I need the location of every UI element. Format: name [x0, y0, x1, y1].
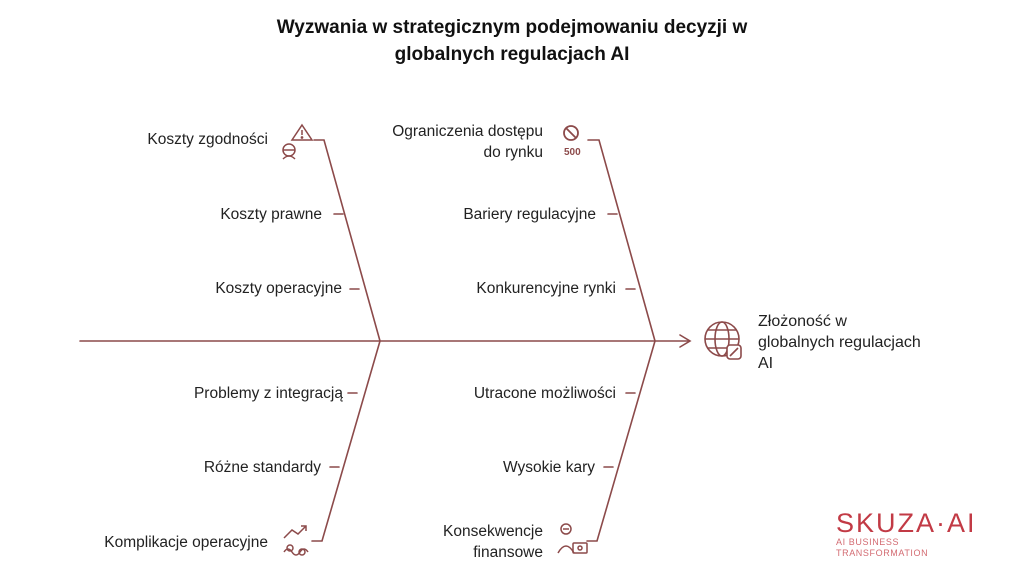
label-koszty-prawne: Koszty prawne	[220, 206, 322, 223]
label-konsekwencje-line1: Konsekwencje	[443, 523, 543, 540]
spine-arrowhead	[679, 334, 692, 348]
brand-tagline: AI BUSINESS TRANSFORMATION	[836, 537, 929, 558]
label-ograniczenia-line1: Ograniczenia dostępu	[392, 123, 543, 140]
title-line-2: globalnych regulacjach AI	[394, 44, 630, 65]
label-komplikacje-operacyjne: Komplikacje operacyjne	[104, 534, 268, 551]
market-badge: 500	[564, 147, 581, 158]
bone-top-right	[587, 139, 656, 342]
page-title: Wyzwania w strategicznym podejmowaniu de…	[0, 14, 1024, 68]
label-konsekwencje-line2: finansowe	[473, 544, 543, 561]
title-line-1: Wyzwania w strategicznym podejmowaniu de…	[276, 17, 748, 38]
label-problemy-z-integracja: Problemy z integracją	[193, 385, 343, 402]
person-money-icon	[557, 523, 588, 554]
label-konkurencyjne-rynki: Konkurencyjne rynki	[476, 280, 616, 297]
bone-top-left	[313, 139, 381, 342]
bone-bottom-right	[586, 340, 656, 542]
head-label-line2: globalnych regulacjach	[758, 334, 921, 351]
label-bariery-regulacyjne: Bariery regulacyjne	[463, 206, 596, 223]
label-ograniczenia-line2: do rynku	[483, 144, 543, 161]
label-rozne-standardy: Różne standardy	[203, 459, 321, 476]
brand-logo: SKUZA·AI AI BUSINESS TRANSFORMATION	[836, 508, 986, 559]
money-chart-icon	[283, 525, 309, 556]
globe-broken-link-icon	[704, 321, 742, 360]
no-entry-icon	[563, 125, 579, 141]
label-utracone-mozliwosci: Utracone możliwości	[473, 385, 616, 402]
brand-name: SKUZA·AI	[836, 508, 977, 538]
label-koszty-operacyjne: Koszty operacyjne	[215, 280, 342, 297]
label-koszty-zgodnosci: Koszty zgodności	[147, 131, 268, 148]
bone-bottom-left	[311, 340, 381, 542]
head-label: Złożoność w globalnych regulacjach AI	[758, 311, 958, 374]
label-wysokie-kary: Wysokie kary	[502, 459, 595, 476]
compliance-warning-icon	[282, 123, 314, 160]
head-label-line3: AI	[758, 355, 774, 372]
head-label-line1: Złożoność w	[758, 313, 847, 330]
